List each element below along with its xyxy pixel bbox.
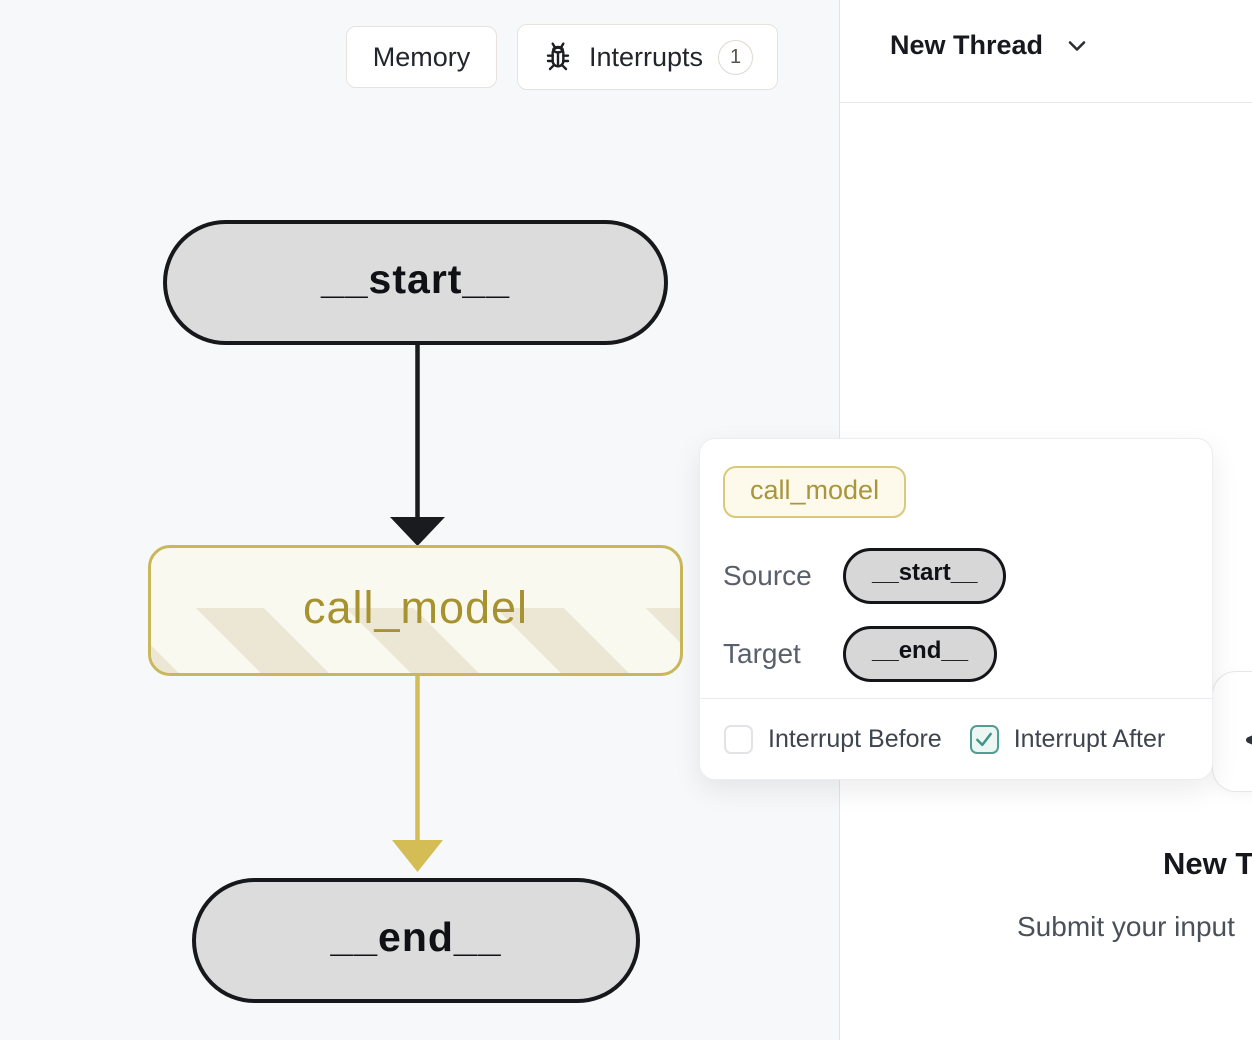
interrupt-before-group[interactable]: Interrupt Before [724, 724, 942, 754]
interrupts-button-label: Interrupts [589, 41, 704, 72]
bug-icon [542, 41, 574, 73]
node-start[interactable]: __start__ [163, 220, 668, 345]
node-detail-popover: call_model Source __start__ Target __end… [699, 438, 1213, 780]
target-row: Target __end__ [723, 626, 1189, 682]
interrupt-settings: Interrupt Before Interrupt After [700, 698, 1212, 779]
interrupts-button[interactable]: Interrupts 1 [517, 24, 779, 90]
interrupt-after-group[interactable]: Interrupt After [969, 724, 1166, 754]
source-label: Source [723, 560, 812, 591]
target-value-pill[interactable]: __end__ [843, 626, 998, 682]
interrupt-after-label: Interrupt After [1013, 724, 1166, 753]
empty-state-title: New Thread [1163, 846, 1252, 881]
interrupts-count-badge: 1 [718, 39, 754, 75]
interrupt-before-checkbox[interactable] [724, 724, 753, 754]
memory-button[interactable]: Memory [346, 26, 497, 88]
node-call-model-label: call_model [302, 581, 529, 633]
source-row: Source __start__ [723, 548, 1189, 604]
thread-panel-header: New Thread [840, 0, 1252, 103]
memory-button-label: Memory [372, 41, 471, 72]
fork-icon[interactable] [1237, 725, 1252, 772]
interrupt-before-label: Interrupt Before [768, 724, 942, 753]
node-end-label: __end__ [330, 914, 502, 960]
interrupt-after-checkbox[interactable] [969, 724, 999, 754]
edge-call-model-to-end [392, 676, 443, 872]
edge-start-to-call-model [390, 345, 445, 546]
node-start-label: __start__ [320, 256, 511, 302]
source-value-pill[interactable]: __start__ [843, 548, 1007, 604]
node-end[interactable]: __end__ [192, 878, 640, 1003]
popover-node-badge[interactable]: call_model [723, 466, 907, 518]
target-label: Target [723, 638, 801, 669]
chevron-down-icon [1063, 32, 1091, 60]
empty-state-subtitle: Submit your input [1017, 911, 1235, 942]
node-call-model[interactable]: call_model [148, 545, 683, 676]
thread-selector[interactable]: New Thread [890, 30, 1091, 61]
thread-title-label: New Thread [890, 30, 1044, 60]
